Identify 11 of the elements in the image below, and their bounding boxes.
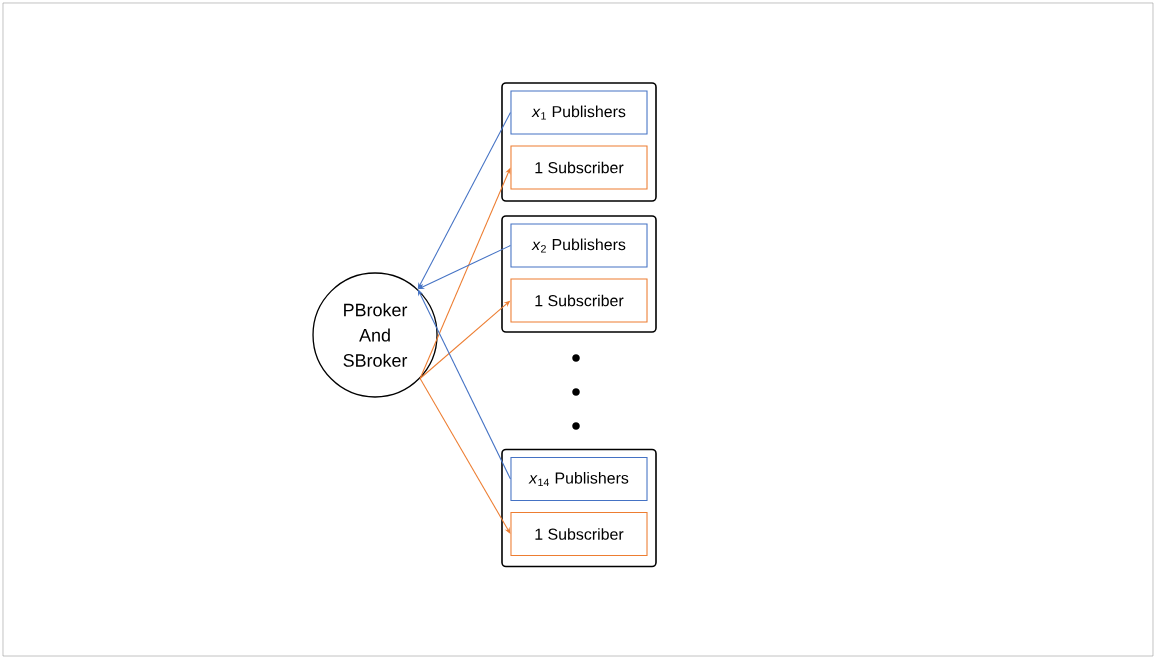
group-box: [501, 82, 657, 202]
publisher-box: x$_{1}$ Publishers: [510, 90, 648, 135]
subscriber-box: 1 Subscriber: [510, 512, 648, 557]
publisher-box: x$_{14}$ Publishers: [510, 456, 648, 501]
publisher-box: x$_{2}$ Publishers: [510, 223, 648, 268]
group-box: [501, 448, 657, 568]
arrow: [419, 378, 511, 534]
group-box: [501, 215, 657, 333]
subscriber-box: 1 Subscriber: [510, 278, 648, 323]
subscriber-box: 1 Subscriber: [510, 145, 648, 190]
arrow: [417, 289, 511, 480]
